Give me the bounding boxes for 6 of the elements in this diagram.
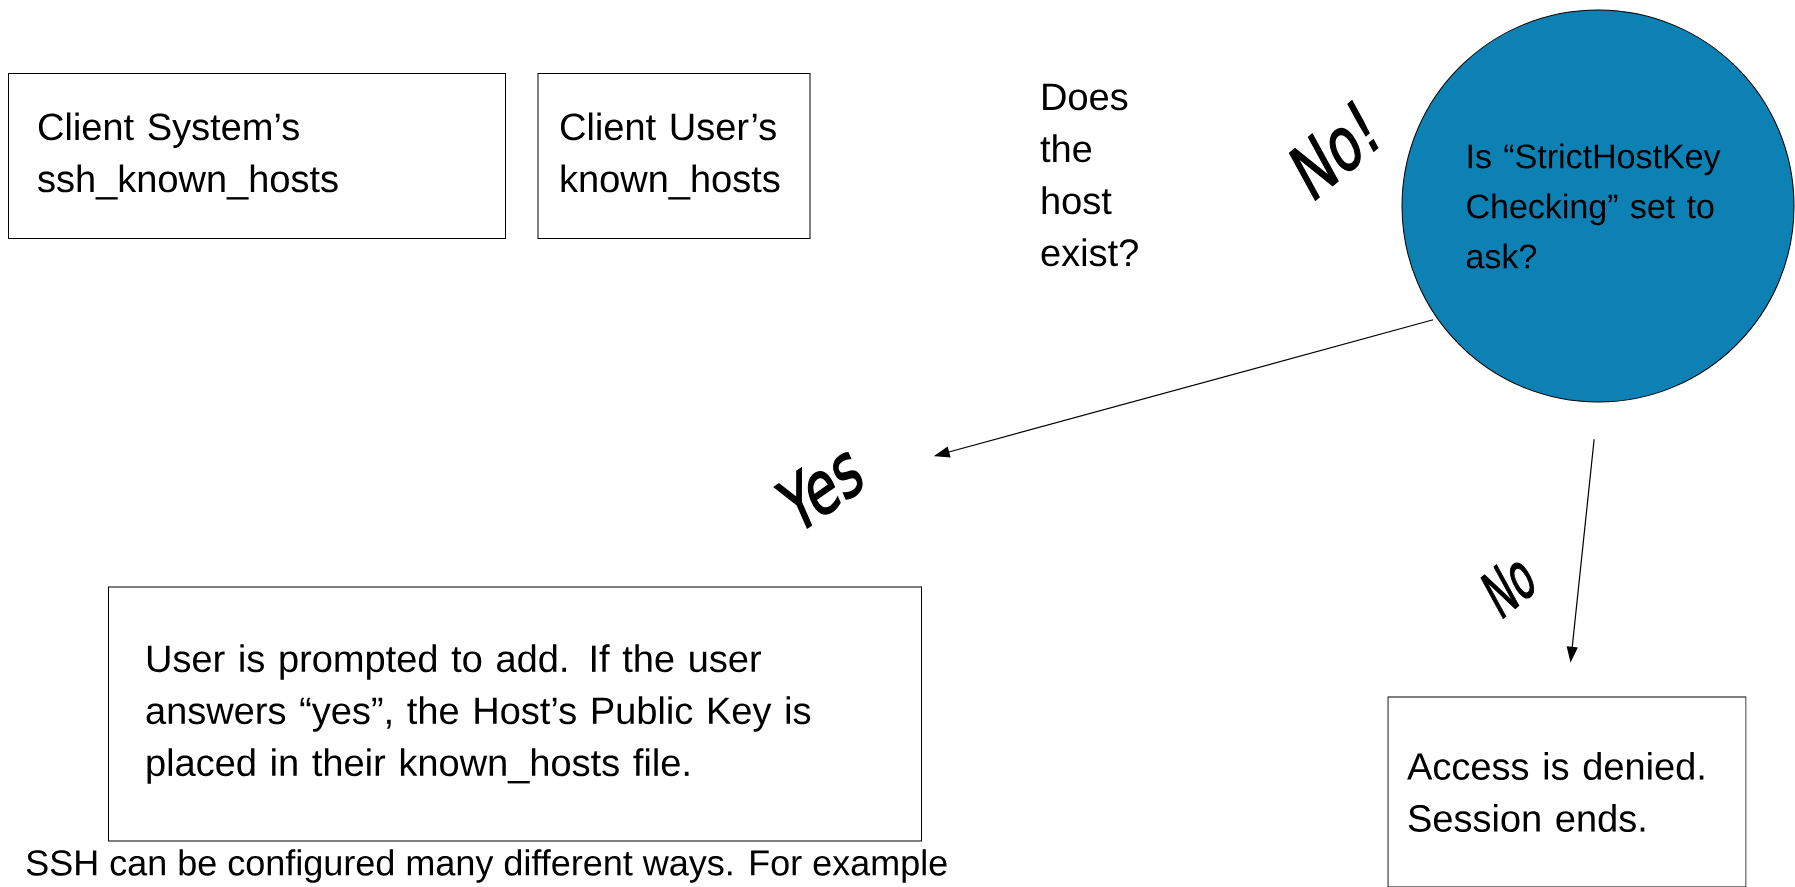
process-box: Client User’s known_hosts — [537, 73, 811, 239]
question-text: Does the host exist? — [1040, 83, 1138, 267]
process-box: Client System’s ssh_known_hosts — [8, 73, 506, 239]
process-box: Access is denied. Session ends. — [1387, 696, 1747, 887]
edge-label: No — [1480, 563, 1534, 619]
process-box: User is prompted to add. If the user answers “yes”, the Host’s Public Key is placed in their known_hosts file. — [108, 586, 922, 842]
